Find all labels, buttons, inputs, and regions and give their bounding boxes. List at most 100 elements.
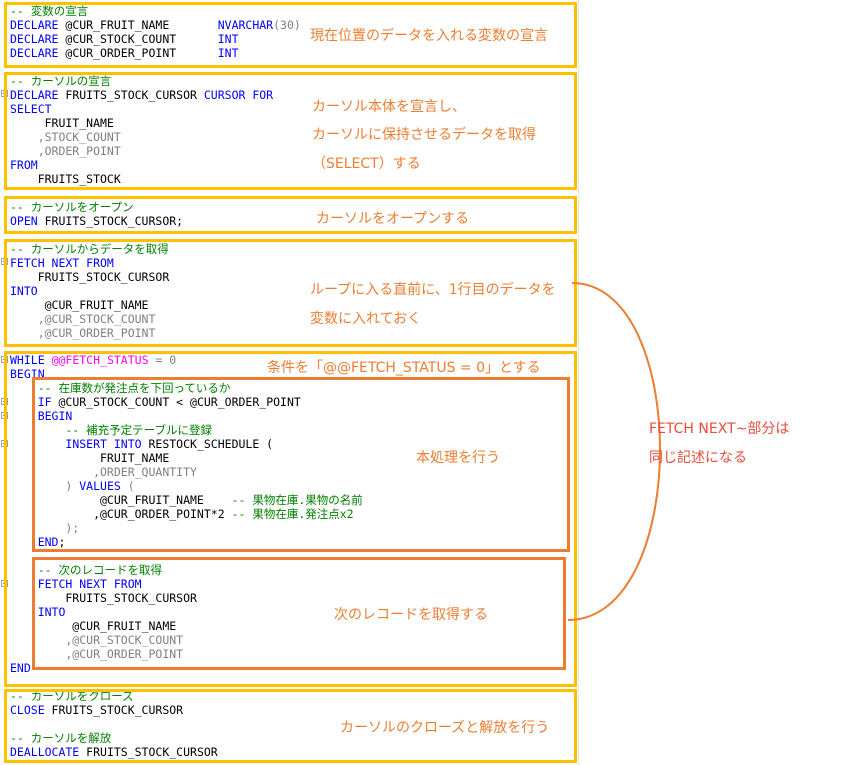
- code-line: INTO: [10, 605, 66, 619]
- code-token: @CUR_FRUIT_NAME: [10, 493, 232, 507]
- note-cursor-decl-1: カーソル本体を宣言し、: [312, 99, 466, 115]
- code-line: ,@CUR_ORDER_POINT: [10, 326, 156, 340]
- code-token: RESTOCK_SCHEDULE (: [141, 437, 274, 451]
- code-line: SELECT: [10, 102, 52, 116]
- code-token: IF: [37, 395, 52, 409]
- code-token: FRUITS_STOCK_CURSOR: [10, 591, 197, 605]
- code-token: DECLARE: [10, 18, 59, 32]
- code-token: DECLARE: [10, 88, 59, 102]
- note-prefetch-1: ループに入る直前に、1行目のデータを: [310, 282, 556, 298]
- code-line: ,@CUR_STOCK_COUNT: [10, 312, 156, 326]
- code-line: IF @CUR_STOCK_COUNT < @CUR_ORDER_POINT: [10, 395, 301, 409]
- code-token: @@FETCH_STATUS: [51, 353, 149, 367]
- code-line: END: [10, 661, 31, 675]
- code-line: OPEN FRUITS_STOCK_CURSOR;: [10, 214, 183, 228]
- code-line: FRUITS_STOCK_CURSOR: [10, 270, 170, 284]
- code-token: FETCH NEXT FROM: [10, 256, 114, 270]
- code-line: ,STOCK_COUNT: [10, 130, 121, 144]
- code-line: FRUITS_STOCK: [10, 172, 121, 186]
- code-token: @CUR_ORDER_POINT: [58, 46, 218, 60]
- code-token: BEGIN: [37, 409, 73, 423]
- code-line: @CUR_FRUIT_NAME: [10, 619, 176, 633]
- code-line: FRUIT_NAME: [10, 451, 169, 465]
- code-token: -- 在庫数が発注点を下回っているか: [10, 381, 231, 395]
- code-token: -- カーソルからデータを取得: [10, 242, 169, 256]
- note-open: カーソルをオープンする: [316, 211, 470, 227]
- code-line: DEALLOCATE FRUITS_STOCK_CURSOR: [10, 745, 218, 759]
- code-token: -- 次のレコードを取得: [10, 563, 162, 577]
- code-token: -- 変数の宣言: [10, 4, 89, 18]
- code-line: DECLARE FRUITS_STOCK_CURSOR CURSOR FOR: [10, 88, 273, 102]
- note-while-condition: 条件を「@@FETCH_STATUS = 0」とする: [267, 360, 541, 376]
- code-token: @CUR_FRUIT_NAME: [10, 619, 177, 633]
- code-token: END: [10, 661, 31, 675]
- note-declare-vars: 現在位置のデータを入れる変数の宣言: [310, 28, 548, 44]
- code-line: -- カーソルからデータを取得: [10, 242, 169, 256]
- code-line: ) VALUES (: [10, 479, 135, 493]
- code-token: -- 果物在庫.発注点x2: [231, 507, 354, 521]
- code-token: -- 補充予定テーブルに登録: [10, 423, 212, 437]
- code-line: );: [10, 521, 79, 535]
- code-token: -- 果物在庫.果物の名前: [231, 493, 363, 507]
- code-token: VALUES: [79, 479, 121, 493]
- code-line: @CUR_FRUIT_NAME -- 果物在庫.果物の名前: [10, 493, 363, 507]
- code-line: -- 変数の宣言: [10, 4, 88, 18]
- code-token: CURSOR FOR: [203, 88, 274, 102]
- code-line: ,ORDER_QUANTITY: [10, 465, 197, 479]
- code-token: NVARCHAR: [217, 18, 274, 32]
- code-token: WHILE: [10, 353, 45, 367]
- note-same-1: FETCH NEXT~部分は: [649, 421, 790, 437]
- code-token: (30): [273, 18, 301, 32]
- code-token: ,@CUR_ORDER_POINT: [10, 647, 184, 661]
- section-box-open: [4, 196, 577, 234]
- code-line: -- カーソルを解放: [10, 731, 111, 745]
- code-token: FRUITS_STOCK_CURSOR;: [37, 214, 184, 228]
- code-line: FROM: [10, 158, 38, 172]
- code-token: DECLARE: [10, 46, 59, 60]
- code-line: ,@CUR_ORDER_POINT: [10, 647, 183, 661]
- code-line: WHILE @@FETCH_STATUS = 0: [10, 353, 176, 367]
- code-token: ,@CUR_STOCK_COUNT: [10, 312, 156, 326]
- code-token: FRUITS_STOCK_CURSOR: [58, 88, 204, 102]
- code-token: ,@CUR_ORDER_POINT*2: [10, 507, 232, 521]
- code-line: END;: [10, 535, 66, 549]
- note-main-process: 本処理を行う: [416, 450, 500, 466]
- note-cursor-decl-3: （SELECT）する: [312, 156, 421, 172]
- code-token: ,@CUR_STOCK_COUNT: [10, 633, 184, 647]
- code-line: CLOSE FRUITS_STOCK_CURSOR: [10, 703, 183, 717]
- code-token: );: [10, 521, 80, 535]
- note-prefetch-2: 変数に入れておく: [310, 311, 422, 327]
- code-token: INTO: [37, 605, 66, 619]
- code-token: OPEN: [10, 214, 38, 228]
- code-token: @CUR_STOCK_COUNT: [58, 32, 218, 46]
- code-line: -- 在庫数が発注点を下回っているか: [10, 381, 231, 395]
- code-line: INSERT INTO RESTOCK_SCHEDULE (: [10, 437, 273, 451]
- code-line: -- カーソルをオープン: [10, 200, 134, 214]
- code-token: FETCH NEXT FROM: [37, 577, 142, 591]
- code-line: FRUIT_NAME: [10, 116, 114, 130]
- code-line: INTO: [10, 284, 38, 298]
- code-line: -- 次のレコードを取得: [10, 563, 162, 577]
- code-token: CLOSE: [10, 703, 45, 717]
- code-line: -- 補充予定テーブルに登録: [10, 423, 212, 437]
- code-line: DECLARE @CUR_STOCK_COUNT INT: [10, 32, 239, 46]
- code-token: FROM: [10, 158, 38, 172]
- code-line: BEGIN: [10, 409, 73, 423]
- section-box-cursor-declare: [4, 72, 577, 190]
- code-token: DEALLOCATE: [10, 745, 80, 759]
- code-token: -- カーソルの宣言: [10, 74, 112, 88]
- code-token: ,STOCK_COUNT: [10, 130, 121, 144]
- code-token: ,@CUR_ORDER_POINT: [10, 326, 156, 340]
- code-line: FETCH NEXT FROM: [10, 577, 142, 591]
- note-next-fetch: 次のレコードを取得する: [334, 607, 488, 623]
- code-line: ,ORDER_POINT: [10, 144, 121, 158]
- code-token: FRUIT_NAME: [10, 116, 114, 130]
- code-token: INT: [217, 46, 239, 60]
- code-line: ,@CUR_STOCK_COUNT: [10, 633, 183, 647]
- code-line: ,@CUR_ORDER_POINT*2 -- 果物在庫.発注点x2: [10, 507, 354, 521]
- code-token: -- カーソルをオープン: [10, 200, 134, 214]
- code-token: (: [120, 479, 135, 493]
- code-line: -- カーソルをクローズ: [10, 689, 134, 703]
- code-token: @CUR_FRUIT_NAME: [58, 18, 218, 32]
